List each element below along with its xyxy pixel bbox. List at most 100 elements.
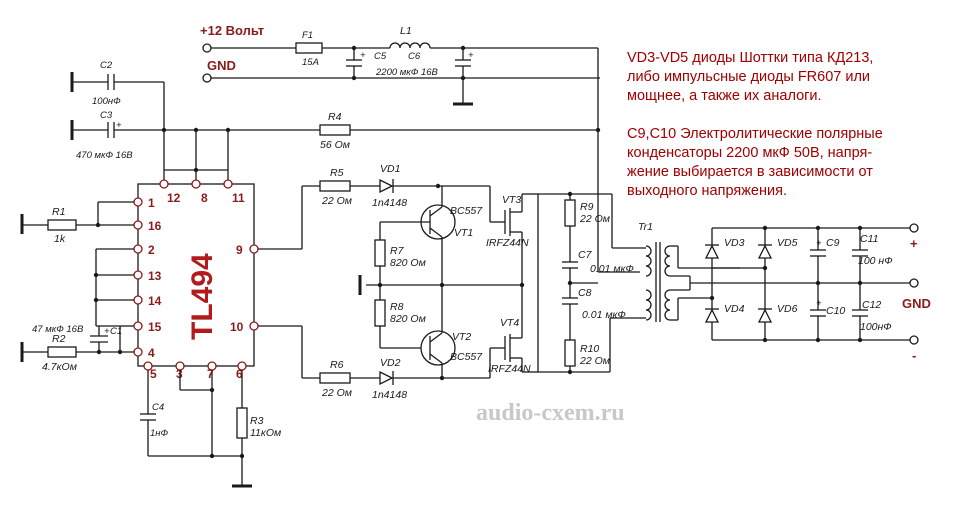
- resistor-r1: [47, 219, 77, 231]
- junction: [460, 75, 466, 81]
- pin-9: [249, 244, 259, 254]
- resistor-r6: [319, 372, 351, 384]
- c1-plus: +: [104, 326, 110, 337]
- resistor-r4: [319, 124, 351, 136]
- junction: [857, 225, 863, 231]
- diode-vd5: [757, 244, 773, 259]
- vt1-emitter: [429, 206, 443, 217]
- c2-value: 100нФ: [92, 96, 121, 107]
- vd5-label: VD5: [777, 237, 798, 249]
- vd6-label: VD6: [777, 303, 798, 315]
- r2-label: R2: [52, 333, 66, 345]
- resistor-r2: [47, 346, 77, 358]
- note-line: мощнее, а также их аналоги.: [627, 88, 822, 104]
- r3-label: R3: [250, 415, 264, 427]
- watermark: audio-cxem.ru: [476, 400, 625, 426]
- r1-label: R1: [52, 206, 65, 218]
- junction: [161, 127, 167, 133]
- junction: [595, 127, 601, 133]
- c3-value: 470 мкФ 16В: [76, 150, 133, 161]
- vt1-collector: [429, 227, 443, 238]
- junction: [193, 167, 199, 173]
- pin-label-2: 2: [148, 243, 155, 257]
- c1-value: 47 мкФ 16В: [32, 324, 84, 335]
- l1-label: L1: [400, 25, 412, 37]
- pin-label-7: 7: [207, 367, 214, 381]
- pin-10: [249, 321, 259, 331]
- pin-2: [133, 244, 143, 254]
- c9-label: C9: [826, 237, 840, 249]
- diode-vd1: [379, 178, 394, 194]
- r8-label: R8: [390, 301, 404, 313]
- c6-label: C6: [408, 51, 421, 62]
- pin-label-16: 16: [148, 219, 162, 233]
- r4-label: R4: [328, 111, 342, 123]
- junction: [709, 295, 715, 301]
- vd2-label: VD2: [380, 357, 401, 369]
- junction: [351, 75, 357, 81]
- r5-label: R5: [330, 167, 344, 179]
- c4-value: 1нФ: [150, 428, 169, 439]
- tr1-primary-upper: [645, 245, 652, 277]
- output-plus-label: +: [910, 236, 918, 251]
- junction: [209, 453, 215, 459]
- pin-label-11: 11: [232, 191, 245, 205]
- inductor-l1: [389, 42, 431, 49]
- c5-label: C5: [374, 51, 387, 62]
- r7-value: 820 Ом: [390, 257, 426, 269]
- pin-12: [159, 179, 169, 189]
- vt3-label: VT3: [502, 194, 521, 206]
- pin-label-6: 6: [236, 367, 243, 381]
- junction: [762, 265, 768, 271]
- junction: [225, 127, 231, 133]
- c10-plus: +: [816, 298, 822, 309]
- resistor-r8: [374, 299, 386, 327]
- c12-value: 100нФ: [860, 321, 892, 333]
- c3-plus: +: [116, 120, 122, 131]
- note-line: жение выбирается в зависимости от: [627, 164, 873, 180]
- r3-value: 11кОм: [250, 427, 281, 439]
- f1-value: 15A: [302, 57, 319, 68]
- vt1-label: VT1: [454, 227, 473, 239]
- r7-label: R7: [390, 245, 405, 257]
- tr1-secondary-lower: [664, 289, 671, 321]
- tl494-label: TL494: [186, 253, 219, 340]
- plus12-terminal: [202, 43, 212, 53]
- vt4-label: VT4: [500, 317, 519, 329]
- output-minus-label: -: [912, 348, 916, 363]
- junction: [193, 127, 199, 133]
- output-plus-terminal: [909, 223, 919, 233]
- pin-label-9: 9: [236, 243, 243, 257]
- resistor-r10: [564, 339, 576, 367]
- junction: [815, 225, 821, 231]
- c56-value: 2200 мкФ 16В: [375, 67, 439, 78]
- vt1-type: BC557: [450, 205, 483, 217]
- pin-label-12: 12: [167, 191, 181, 205]
- junction: [762, 337, 768, 343]
- resistor-r9: [564, 199, 576, 227]
- junction: [93, 297, 99, 303]
- note-line: выходного напряжения.: [627, 183, 787, 199]
- c11-value: 100 нФ: [858, 255, 893, 267]
- junction: [377, 282, 383, 288]
- tr1-secondary-upper: [664, 245, 671, 277]
- f1-label: F1: [302, 30, 313, 41]
- diode-vd4: [704, 308, 720, 323]
- c7-value: 0.01 мкФ: [590, 263, 634, 275]
- c3-label: C3: [100, 110, 113, 121]
- c8-label: C8: [578, 287, 592, 299]
- c11-label: C11: [860, 233, 878, 245]
- vt2-emitter: [429, 353, 443, 364]
- junction: [351, 45, 357, 51]
- c6-plus: +: [468, 50, 474, 61]
- c1-label: C1: [110, 326, 122, 337]
- junction: [117, 349, 123, 355]
- pin-label-8: 8: [201, 191, 208, 205]
- junction: [239, 453, 245, 459]
- pin-4: [133, 347, 143, 357]
- pin-label-10: 10: [230, 320, 244, 334]
- output-gnd-terminal: [909, 278, 919, 288]
- pin-label-13: 13: [148, 269, 162, 283]
- junction: [567, 280, 573, 286]
